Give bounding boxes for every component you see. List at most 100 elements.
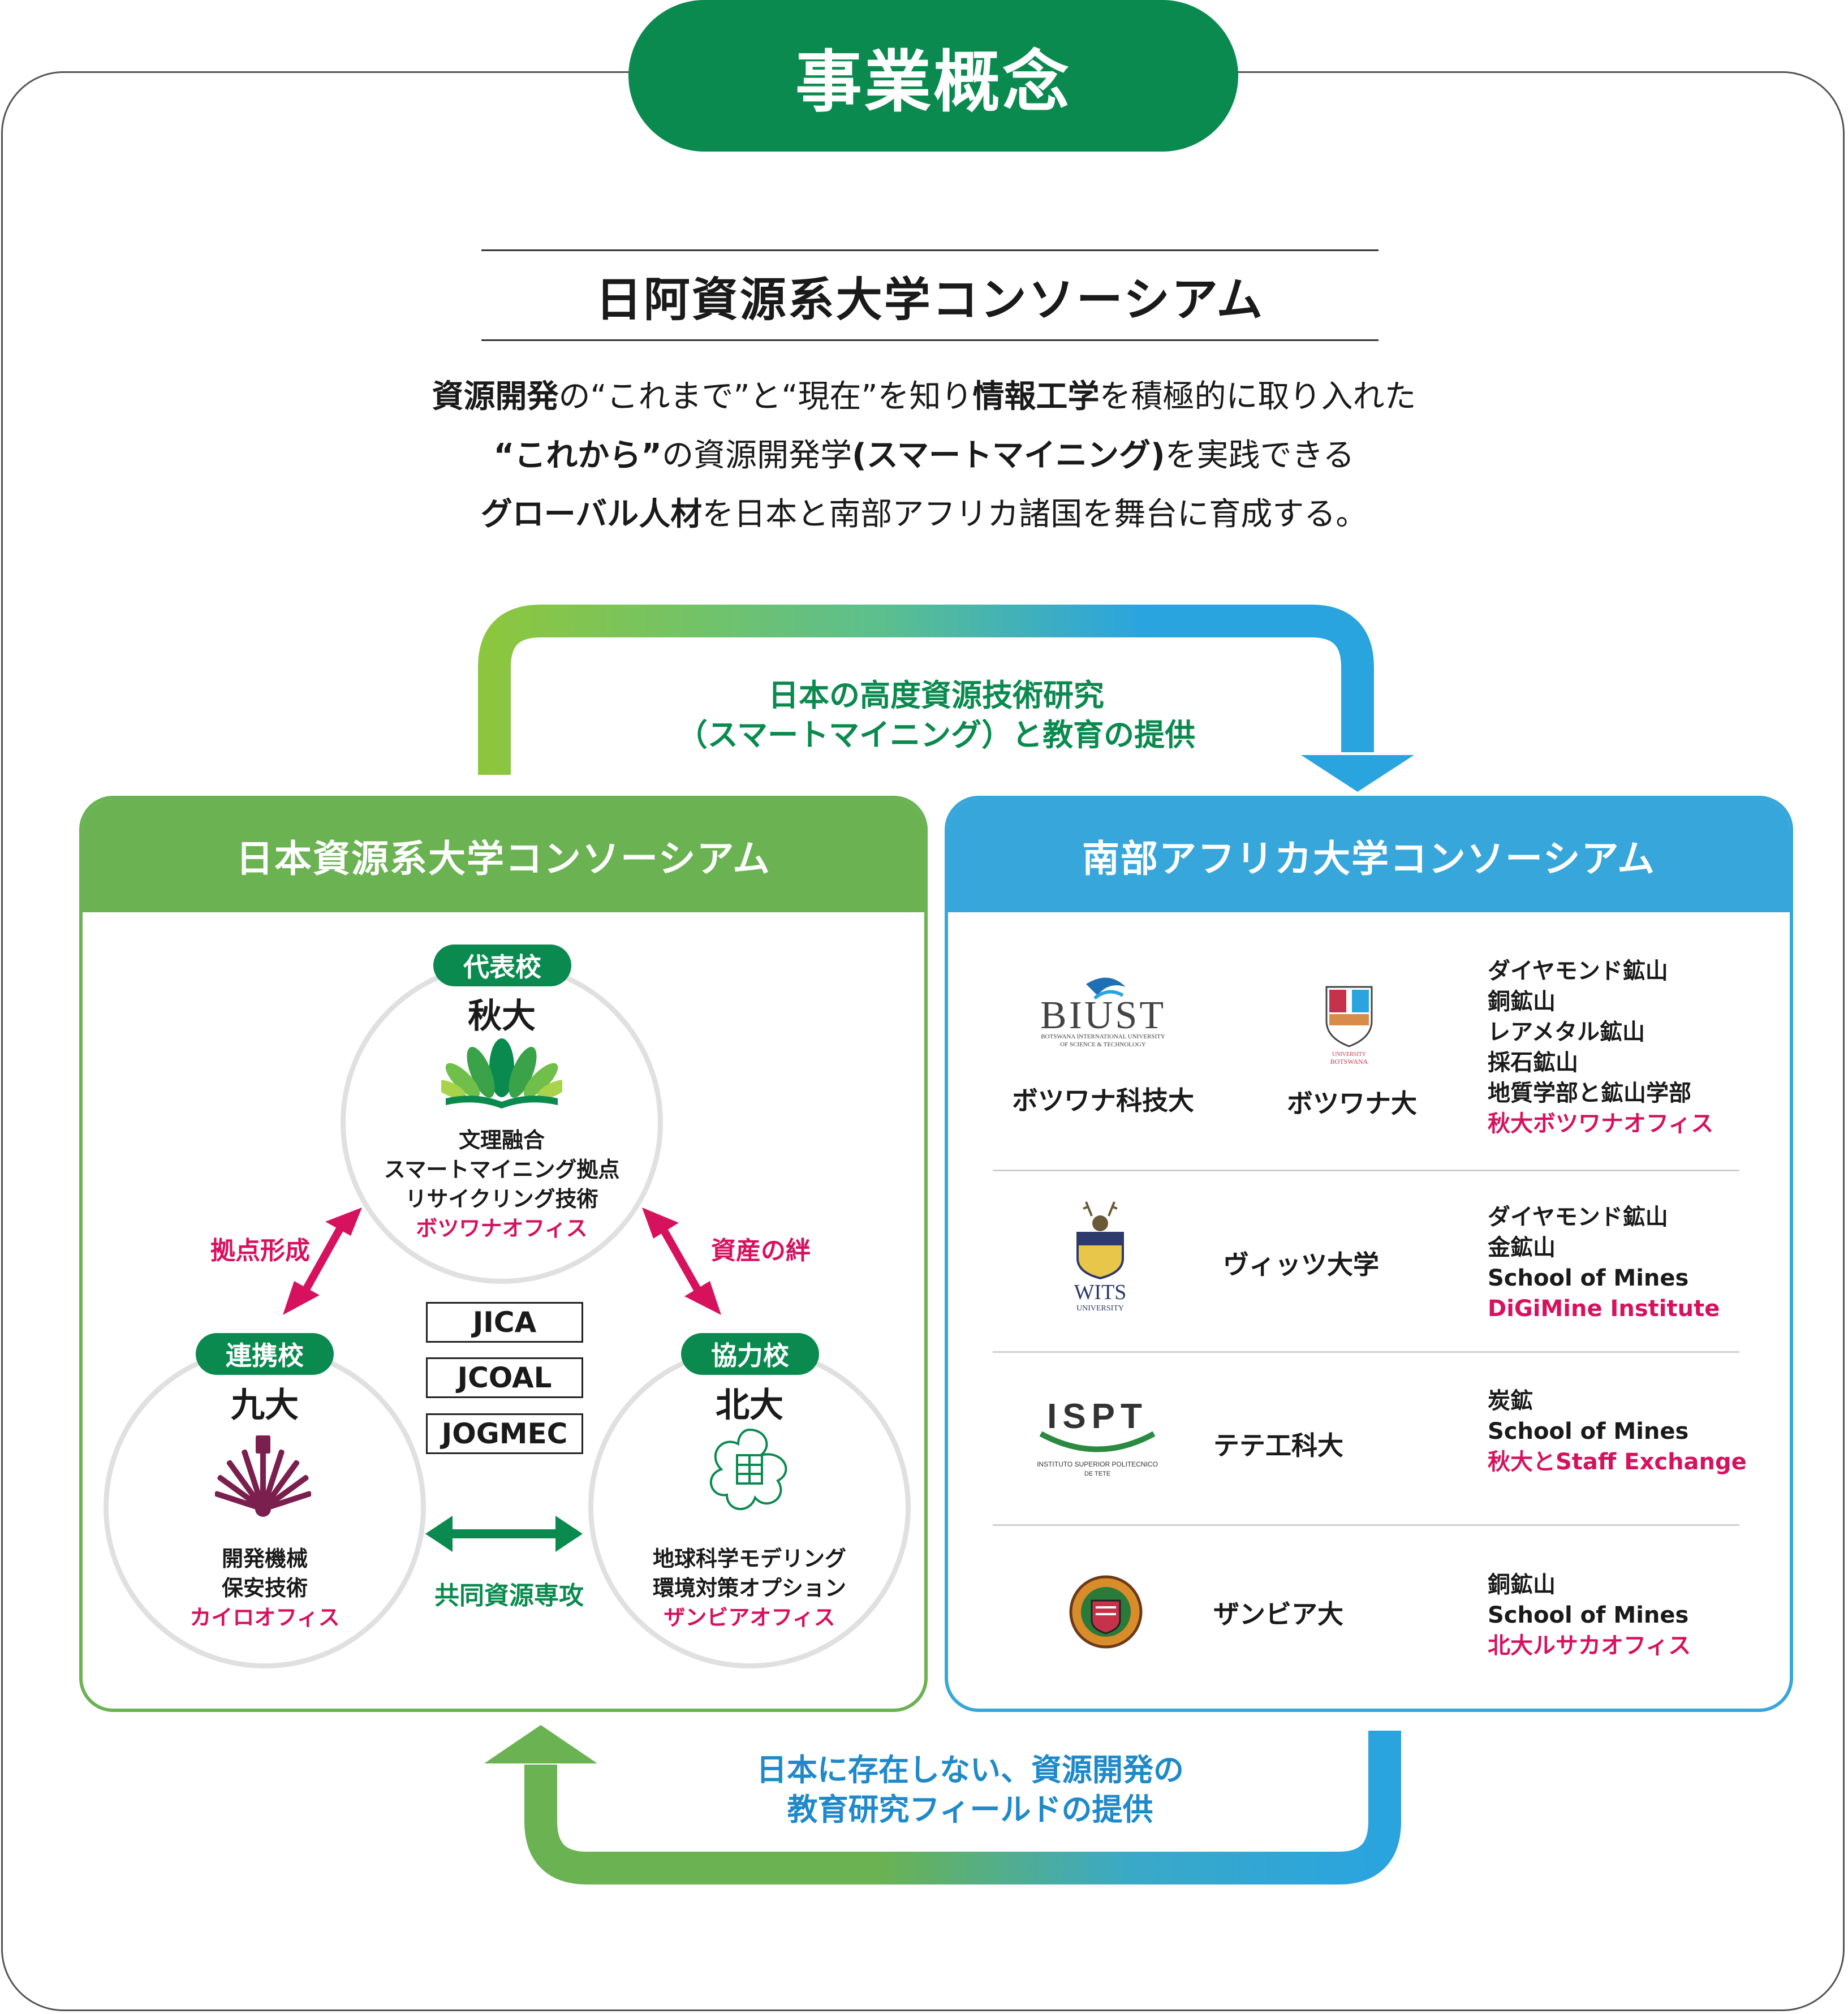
org-jcoal: JCOAL <box>426 1357 583 1398</box>
intro-text-span: を積極的に取り入れた <box>1099 378 1416 415</box>
hokkaido-role-badge: 協力校 <box>681 1333 819 1375</box>
ispt-logo-text: ISPT <box>1047 1397 1148 1436</box>
akita-circle <box>341 961 663 1284</box>
wits-logo-sub: UNIVERSITY <box>1076 1304 1124 1313</box>
biust-logo-icon: BIUST BOTSWANA INTERNATIONAL UNIVERSITY … <box>1040 977 1166 1048</box>
intro-line-2: “これから”の資源開発学(スマートマイニング)を実践できる <box>170 426 1678 485</box>
field-item: ダイヤモンド鉱山 <box>1488 958 1668 984</box>
flow-label-top: 日本の高度資源技術研究 （スマートマイニング）と教育の提供 <box>639 676 1233 755</box>
akita-office: ボツワナオフィス <box>416 1216 588 1241</box>
akita-role-badge: 代表校 <box>433 945 571 986</box>
ub-logo-icon: UNIVERSITY BOTSWANA <box>1325 986 1373 1066</box>
zambia-name: ザンビア大 <box>1213 1599 1343 1629</box>
wits-logo-icon: WITS UNIVERSITY <box>1074 1201 1127 1313</box>
joint-relation-arrowhead-right <box>555 1516 583 1552</box>
intro-line-1: 資源開発の“これまで”と“現在”を知り情報工学を積極的に取り入れた <box>170 368 1678 426</box>
intro-emphasis: “これから” <box>493 437 662 474</box>
japan-consortium-title: 日本資源系大学コンソーシアム <box>83 799 924 912</box>
field-item: 炭鉱 <box>1488 1388 1533 1414</box>
bottom-flow-arrow-path <box>524 1731 1401 1884</box>
hokkaido-desc-line: 地球科学モデリング <box>652 1546 846 1571</box>
assets-relation-arrow-shaft <box>655 1219 707 1301</box>
biust-logo-text: BIUST <box>1040 994 1166 1037</box>
field-item: 地質学部と鉱山学部 <box>1488 1080 1691 1106</box>
botswana-fields-list: ダイヤモンド鉱山 銅鉱山 レアメタル鉱山 採石鉱山 地質学部と鉱山学部 秋大ボツ… <box>1488 956 1782 1139</box>
field-item: School of Mines <box>1488 1602 1689 1628</box>
field-item: 採石鉱山 <box>1488 1050 1578 1076</box>
kyushu-description: 開発機械 保安技術 カイロオフィス <box>104 1544 426 1632</box>
title-rule-bottom <box>481 339 1379 341</box>
ispt-logo-icon: ISPT INSTITUTO SUPERIOR POLITECNICO DE T… <box>1037 1397 1158 1477</box>
top-flow-arrowhead <box>1301 755 1414 792</box>
joint-relation-arrowhead-left <box>425 1516 453 1552</box>
page-title: 日阿資源系大学コンソーシアム <box>595 273 1265 327</box>
concept-tab: 事業概念 <box>628 0 1238 152</box>
intro-text: 資源開発の“これまで”と“現在”を知り情報工学を積極的に取り入れた “これから”… <box>170 368 1678 544</box>
zambia-fields-list: 銅鉱山 School of Mines 北大ルサカオフィス <box>1488 1569 1782 1661</box>
row-divider <box>993 1170 1739 1171</box>
row-divider <box>993 1351 1739 1353</box>
biust-name: ボツワナ科技大 <box>1012 1085 1194 1116</box>
hokkaido-description: 地球科学モデリング 環境対策オプション ザンビアオフィス <box>588 1544 911 1632</box>
hokkaido-name: 北大 <box>716 1386 783 1425</box>
flow-label-top-line1: 日本の高度資源技術研究 <box>768 678 1104 713</box>
relation-label-joint: 共同資源専攻 <box>434 1581 584 1610</box>
title-rule-top <box>481 249 1379 251</box>
relation-label-assets: 資産の絆 <box>711 1236 811 1265</box>
akita-description: 文理融合 スマートマイニング拠点 リサイクリング技術 ボツワナオフィス <box>341 1125 663 1243</box>
wits-fields-list: ダイヤモンド鉱山 金鉱山 School of Mines DiGiMine In… <box>1488 1202 1782 1324</box>
wits-logo-text: WITS <box>1074 1280 1127 1304</box>
intro-text-span: を日本と南部アフリカ諸国を舞台に育成する。 <box>702 496 1368 533</box>
kyushu-office: カイロオフィス <box>189 1605 340 1630</box>
akita-logo-icon <box>441 1038 562 1109</box>
flow-label-top-line2: （スマートマイニング）と教育の提供 <box>677 717 1196 753</box>
relation-label-base: 拠点形成 <box>210 1236 310 1265</box>
kyushu-logo-icon <box>215 1435 311 1517</box>
assets-relation-arrowhead-bottom <box>684 1281 721 1315</box>
intro-emphasis: 資源開発 <box>432 378 559 415</box>
hokkaido-desc-line: 環境対策オプション <box>652 1576 846 1601</box>
intro-emphasis: 情報工学 <box>972 378 1100 415</box>
zambia-extra: 北大ルサカオフィス <box>1488 1633 1691 1659</box>
org-jica: JICA <box>426 1302 583 1343</box>
base-relation-arrowhead-top <box>325 1207 362 1236</box>
biust-logo-sub2: OF SCIENCE & TECHNOLOGY <box>1060 1041 1146 1048</box>
ispt-fields-list: 炭鉱 School of Mines 秋大とStaff Exchange <box>1488 1386 1804 1477</box>
ub-logo-text-2: BOTSWANA <box>1330 1058 1368 1066</box>
africa-consortium-title: 南部アフリカ大学コンソーシアム <box>948 799 1790 912</box>
field-item: 金鉱山 <box>1488 1235 1556 1261</box>
intro-line-3: グローバル人材を日本と南部アフリカ諸国を舞台に育成する。 <box>170 485 1678 544</box>
akita-name: 秋大 <box>468 997 536 1036</box>
hokkaido-office: ザンビアオフィス <box>664 1605 835 1630</box>
flow-label-bottom: 日本に存在しない、資源開発の 教育研究フィールドの提供 <box>673 1750 1267 1830</box>
biust-logo-sub1: BOTSWANA INTERNATIONAL UNIVERSITY <box>1041 1033 1165 1040</box>
field-item: ダイヤモンド鉱山 <box>1488 1204 1668 1230</box>
ispt-logo-sub2: DE TETE <box>1084 1470 1110 1477</box>
zambia-logo-icon <box>1069 1575 1143 1649</box>
akita-desc-line: 文理融合 <box>458 1128 545 1153</box>
org-jogmec: JOGMEC <box>426 1413 583 1454</box>
ispt-extra: 秋大とStaff Exchange <box>1488 1449 1747 1475</box>
ispt-logo-sub1: INSTITUTO SUPERIOR POLITECNICO <box>1037 1460 1158 1468</box>
kyushu-name: 九大 <box>231 1386 299 1425</box>
flow-label-bottom-line2: 教育研究フィールドの提供 <box>787 1792 1153 1827</box>
field-item: School of Mines <box>1488 1265 1689 1291</box>
intro-text-span: の“これまで”と“現在”を知り <box>558 378 973 415</box>
wits-name: ヴィッツ大学 <box>1223 1249 1379 1280</box>
akita-desc-line: リサイクリング技術 <box>405 1187 598 1211</box>
flow-label-bottom-line1: 日本に存在しない、資源開発の <box>756 1752 1184 1788</box>
kyushu-role-badge: 連携校 <box>196 1333 334 1375</box>
row-divider <box>993 1524 1739 1526</box>
akita-desc-line: スマートマイニング拠点 <box>384 1157 620 1182</box>
bottom-flow-arrowhead <box>484 1725 597 1763</box>
field-item: レアメタル鉱山 <box>1488 1019 1645 1045</box>
concept-tab-label: 事業概念 <box>795 42 1071 121</box>
ub-name: ボツワナ大 <box>1287 1088 1417 1119</box>
intro-text-span: の資源開発学 <box>662 437 852 474</box>
wits-extra: DiGiMine Institute <box>1488 1296 1720 1322</box>
intro-emphasis: グローバル人材 <box>480 496 703 533</box>
botswana-office: 秋大ボツワナオフィス <box>1488 1111 1714 1137</box>
intro-emphasis: (スマートマイニング) <box>852 437 1165 474</box>
